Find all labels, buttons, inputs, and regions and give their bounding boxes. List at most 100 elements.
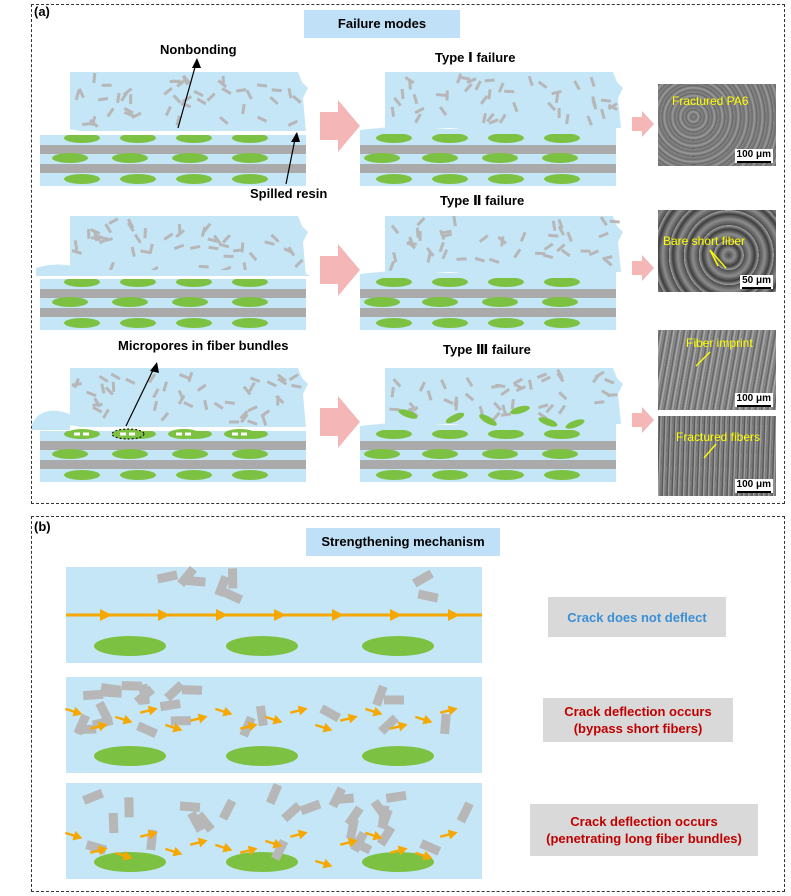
short-fiber — [598, 231, 609, 239]
mechanism-text: Crack deflection occurs (penetrating lon… — [546, 814, 742, 846]
fiber-bundle — [232, 277, 268, 287]
short-fiber — [261, 415, 268, 426]
short-fiber — [242, 262, 248, 273]
short-fiber — [92, 402, 103, 407]
short-fiber — [535, 251, 546, 256]
short-fiber — [181, 95, 193, 103]
short-fiber — [426, 247, 435, 257]
short-fiber — [90, 235, 102, 242]
short-fiber — [130, 246, 136, 257]
fracture-surface — [360, 124, 616, 134]
crack-deflection-arrow-icon — [189, 713, 208, 724]
short-fiber — [491, 411, 501, 422]
short-fiber — [493, 401, 502, 412]
fiber-bundle — [544, 133, 580, 143]
porous-fiber-bundle — [66, 429, 98, 439]
crack-deflection-arrow-icon — [239, 845, 258, 856]
fiber-bundle — [488, 277, 524, 287]
pointer-arrow-icon — [695, 351, 711, 367]
short-fiber — [156, 570, 179, 584]
short-fiber — [224, 400, 235, 405]
short-fiber — [136, 721, 158, 738]
type-2-failure-label: Type Ⅱ failure — [440, 193, 525, 208]
short-fiber — [287, 119, 299, 127]
porous-fiber-bundle — [168, 429, 200, 439]
fiber-bundle — [112, 153, 148, 163]
short-fiber — [235, 88, 247, 93]
short-fiber — [76, 724, 97, 735]
short-fiber — [497, 82, 505, 93]
fiber-bundle — [232, 174, 268, 184]
fiber-bundle — [232, 470, 268, 480]
fiber-bundle — [64, 470, 100, 480]
short-fiber — [170, 716, 191, 726]
short-fiber — [196, 383, 207, 392]
short-fiber — [190, 244, 201, 250]
short-fiber — [456, 801, 474, 824]
short-fiber — [266, 783, 283, 805]
short-fiber — [177, 394, 186, 405]
long-fiber-bundle — [94, 746, 166, 766]
crack-arrow-icon — [100, 609, 112, 621]
ply-interface — [360, 441, 616, 450]
fiber-bundle — [422, 449, 458, 459]
short-fiber — [443, 398, 454, 405]
short-fiber — [82, 689, 104, 701]
short-fiber — [124, 797, 134, 818]
short-fiber — [390, 106, 396, 117]
short-fiber — [558, 391, 568, 401]
fiber-bundle — [120, 277, 156, 287]
short-fiber — [152, 400, 159, 412]
fiber-bundle — [112, 297, 148, 307]
short-fiber — [440, 713, 451, 735]
short-fiber — [255, 705, 268, 727]
short-fiber — [474, 80, 482, 91]
short-fiber — [123, 106, 134, 115]
short-fiber — [573, 80, 581, 91]
short-fiber — [406, 241, 417, 246]
short-fiber — [557, 225, 565, 236]
short-fiber — [240, 242, 245, 253]
micropore — [120, 432, 126, 436]
short-fiber — [229, 420, 240, 424]
ply-interface — [40, 164, 306, 173]
short-fiber — [438, 241, 445, 253]
micropore — [232, 432, 238, 436]
short-fiber — [111, 381, 116, 392]
broken-fiber — [538, 417, 558, 427]
mechanism-text: Crack does not deflect — [567, 609, 707, 625]
short-fiber — [408, 79, 412, 90]
crack-deflection-arrow-icon — [239, 721, 258, 732]
broken-fiber — [445, 412, 465, 424]
short-fiber — [196, 97, 207, 106]
porous-fiber-bundle — [111, 428, 145, 440]
mechanism-bypass-short-fibers: Crack deflection occurs (bypass short fi… — [543, 698, 733, 742]
short-fiber — [281, 802, 303, 823]
short-fiber — [299, 799, 322, 816]
short-fiber — [213, 234, 222, 245]
short-fiber — [588, 249, 600, 257]
short-fiber — [557, 404, 567, 415]
short-fiber — [513, 248, 522, 259]
short-fiber — [292, 94, 302, 104]
short-fiber — [594, 400, 605, 405]
fiber-bundle — [376, 133, 412, 143]
fiber-bundle — [488, 318, 524, 328]
short-fiber — [206, 92, 216, 102]
mechanism-no-deflection: Crack does not deflect — [548, 597, 726, 637]
fiber-bundle — [172, 449, 208, 459]
short-fiber — [185, 575, 206, 587]
crack-deflection-arrow-icon — [164, 722, 183, 733]
short-fiber — [178, 373, 190, 380]
short-fiber — [488, 257, 500, 264]
short-fiber — [537, 80, 548, 89]
fiber-bundle — [176, 318, 212, 328]
scale-bar: 50 μm — [740, 275, 773, 289]
short-fiber — [346, 818, 359, 840]
fiber-bundle — [52, 297, 88, 307]
short-fiber — [169, 79, 180, 84]
short-fiber — [223, 254, 234, 259]
panel-a — [31, 4, 785, 504]
short-fiber — [270, 233, 280, 243]
short-fiber-matrix — [70, 216, 308, 276]
